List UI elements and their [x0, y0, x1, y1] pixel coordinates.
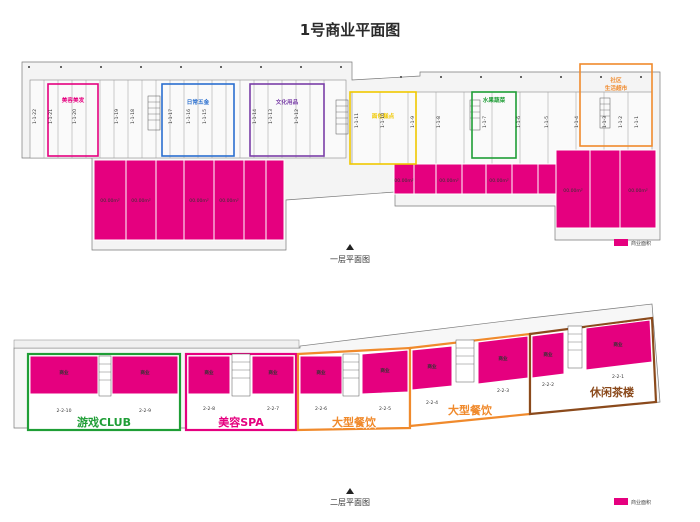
- f2-commercial-label: 商业: [140, 369, 150, 376]
- f1-area-value: 00.00m²: [131, 198, 151, 204]
- svg-text:1-1-21: 1-1-21: [48, 109, 54, 124]
- svg-text:1-1-20: 1-1-20: [72, 109, 78, 124]
- f1-zone-label-3: 文化用品: [276, 98, 299, 106]
- svg-text:2-2-3: 2-2-3: [497, 388, 509, 394]
- svg-text:2-2-10: 2-2-10: [56, 408, 71, 414]
- f2-commercial-label: 商业: [427, 363, 437, 370]
- svg-text:2-2-6: 2-2-6: [315, 406, 327, 412]
- floor2-caption: 二层平面图: [330, 498, 370, 507]
- f1-area-value: 00.00m²: [394, 178, 414, 184]
- floor1-commercial-blocks: [93, 149, 657, 241]
- floor2-plan: 商业 商业 商业 商业 商业 商业 商业 商业 商业 商业 2-2-10 2-2…: [13, 303, 661, 507]
- svg-text:1-1-16: 1-1-16: [186, 109, 192, 124]
- svg-text:2-2-5: 2-2-5: [379, 406, 391, 412]
- f2-zone-label-4: 大型餐饮: [448, 403, 493, 417]
- f2-zone-label-3: 大型餐饮: [332, 415, 377, 429]
- f2-zone-label-1: 游戏CLUB: [77, 415, 131, 429]
- f2-commercial-label: 商业: [268, 369, 278, 376]
- svg-text:2-2-1: 2-2-1: [612, 374, 624, 380]
- svg-text:1-1-4: 1-1-4: [574, 116, 580, 128]
- f1-zone-label-2: 日常五金: [187, 98, 210, 106]
- f1-zone-label-6a: 社区: [609, 76, 622, 84]
- f1-zone-label-1: 美容美发: [62, 96, 85, 104]
- f2-legend-swatch: [614, 498, 628, 505]
- f2-commercial-label: 商业: [316, 369, 326, 376]
- svg-text:2-2-4: 2-2-4: [426, 400, 438, 406]
- f1-area-value: 00.00m²: [219, 198, 239, 204]
- f1-area-value: 00.00m²: [439, 178, 459, 184]
- north-arrow-icon: [346, 488, 354, 494]
- f1-zone-label-4: 面包糕点: [372, 112, 395, 120]
- svg-text:1-1-9: 1-1-9: [410, 116, 416, 128]
- svg-text:1-1-1: 1-1-1: [634, 116, 640, 128]
- f1-zone-label-6b: 生活超市: [605, 84, 628, 92]
- svg-text:1-1-7: 1-1-7: [482, 116, 488, 128]
- svg-text:1-1-3: 1-1-3: [602, 116, 608, 128]
- f1-zone-outline-6: [579, 63, 653, 147]
- f1-legend-label: 商业面积: [631, 240, 651, 247]
- f1-area-value: 00.00m²: [563, 188, 583, 194]
- svg-text:2-2-2: 2-2-2: [542, 382, 554, 388]
- f1-area-value: 00.00m²: [628, 188, 648, 194]
- svg-text:1-1-13: 1-1-13: [268, 109, 274, 124]
- f2-commercial-label: 商业: [543, 351, 553, 358]
- f1-area-value: 00.00m²: [189, 198, 209, 204]
- f2-legend-label: 商业面积: [631, 499, 651, 506]
- svg-text:1-1-2: 1-1-2: [618, 116, 624, 128]
- f2-commercial-label: 商业: [380, 367, 390, 374]
- svg-text:1-1-11: 1-1-11: [354, 113, 360, 128]
- f1-zone-outline-2: [161, 83, 235, 157]
- f2-commercial-label: 商业: [59, 369, 69, 376]
- f2-unit-numbers: 2-2-10 2-2-9 2-2-8 2-2-7 2-2-6 2-2-5 2-2…: [56, 374, 624, 414]
- svg-text:1-1-18: 1-1-18: [130, 109, 136, 124]
- svg-text:1-1-8: 1-1-8: [436, 116, 442, 128]
- svg-text:2-2-8: 2-2-8: [203, 406, 215, 412]
- svg-text:1-1-19: 1-1-19: [114, 109, 120, 124]
- f1-area-value: 00.00m²: [100, 198, 120, 204]
- f1-zone-label-5: 水果蔬菜: [482, 96, 506, 104]
- f1-zone-outline-1: [47, 83, 99, 157]
- f1-zone-outline-4: [349, 91, 417, 165]
- f1-unit-numbers: 1-1-22 1-1-21 1-1-20 1-1-19 1-1-18 1-1-1…: [32, 109, 640, 128]
- f2-zone-label-2: 美容SPA: [218, 415, 264, 429]
- north-arrow-icon: [346, 244, 354, 250]
- svg-text:2-2-9: 2-2-9: [139, 408, 151, 414]
- f1-zone-outline-5: [471, 91, 517, 159]
- f2-commercial-label: 商业: [498, 355, 508, 362]
- svg-text:1-1-15: 1-1-15: [202, 109, 208, 124]
- svg-text:1-1-5: 1-1-5: [544, 116, 550, 128]
- svg-text:2-2-7: 2-2-7: [267, 406, 279, 412]
- f1-zone-outline-3: [249, 83, 325, 157]
- f2-zone-label-5: 休闲茶楼: [589, 385, 634, 399]
- floor1-plan: 00.00m² 00.00m² 00.00m² 00.00m² 00.00m² …: [21, 61, 661, 264]
- svg-text:1-1-10: 1-1-10: [380, 113, 386, 128]
- f1-area-value: 00.00m²: [489, 178, 509, 184]
- svg-text:1-1-6: 1-1-6: [516, 116, 522, 128]
- f2-commercial-label: 商业: [204, 369, 214, 376]
- f1-legend-swatch: [614, 239, 628, 246]
- svg-text:1-1-14: 1-1-14: [252, 109, 258, 124]
- f2-commercial-label: 商业: [613, 341, 623, 348]
- svg-text:1-1-17: 1-1-17: [168, 109, 174, 124]
- svg-text:1-1-22: 1-1-22: [32, 109, 38, 124]
- page-title: 1号商业平面图: [300, 21, 400, 39]
- svg-text:1-1-12: 1-1-12: [294, 109, 300, 124]
- floor1-caption: 一层平面图: [330, 255, 370, 264]
